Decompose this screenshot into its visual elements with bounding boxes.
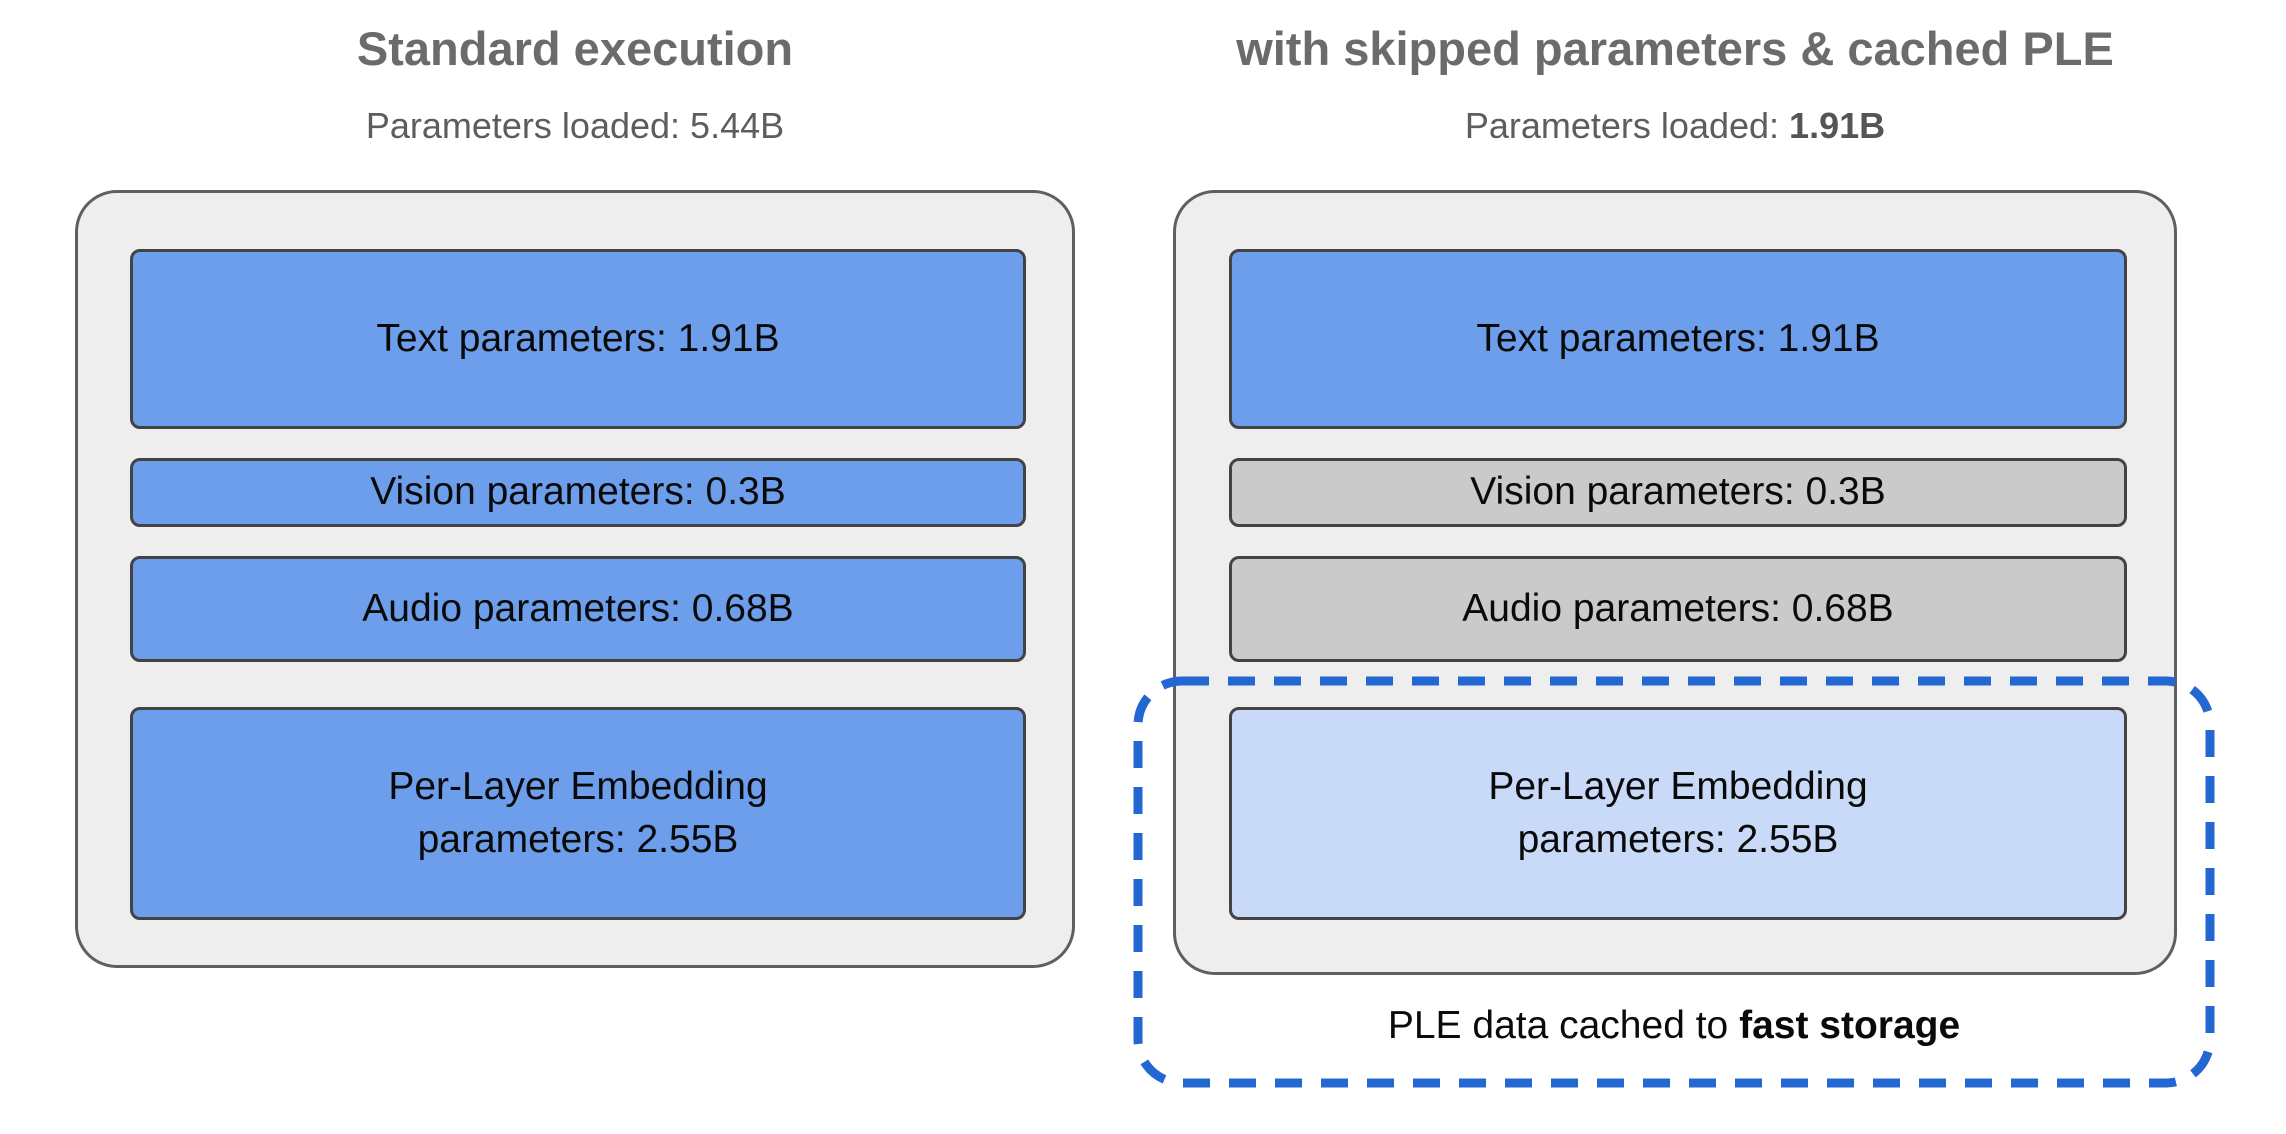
text-parameters-box: Text parameters: 1.91B [130,249,1026,429]
subtitle-prefix: Parameters loaded: [365,105,691,146]
standard-panel-title: Standard execution [356,22,794,75]
vision-parameters-box: Vision parameters: 0.3B [1229,458,2127,527]
audio-parameters-box: Audio parameters: 0.68B [1229,556,2127,662]
parameters-loaded-value: 5.44B [690,105,785,146]
caption-prefix: PLE data cached to [1387,1004,1740,1047]
per-layer-embedding-box: Per-Layer Embedding parameters: 2.55B [1229,707,2127,920]
audio-parameters-box: Audio parameters: 0.68B [130,556,1026,662]
ple-cached-caption: PLE data cached to fast storage [1133,1004,2215,1048]
text-parameters-box: Text parameters: 1.91B [1229,249,2127,429]
standard-model-container: Text parameters: 1.91B Vision parameters… [75,190,1075,968]
caption-emphasis: fast storage [1739,1004,1961,1047]
skipped-panel-title: with skipped parameters & cached PLE [1236,22,2114,75]
skipped-model-container: Text parameters: 1.91B Vision parameters… [1173,190,2177,975]
subtitle-prefix: Parameters loaded: [1464,105,1790,146]
parameters-loaded-value: 1.91B [1789,105,1886,146]
standard-panel-subtitle: Parameters loaded: 5.44B [75,104,1075,147]
vision-parameters-box: Vision parameters: 0.3B [130,458,1026,527]
per-layer-embedding-box: Per-Layer Embedding parameters: 2.55B [130,707,1026,920]
skipped-panel-subtitle: Parameters loaded: 1.91B [1173,104,2177,147]
